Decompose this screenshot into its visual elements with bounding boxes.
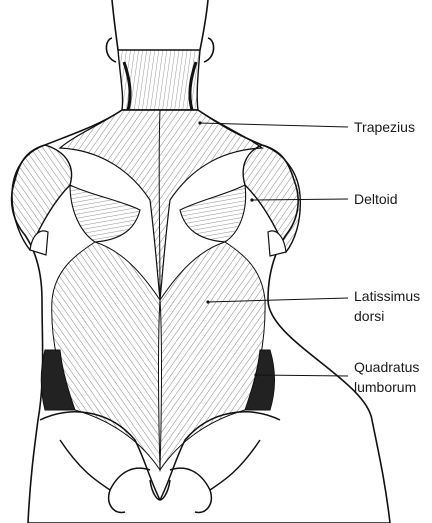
- label-latissimus-dorsi: Latissimus dorsi: [354, 287, 420, 325]
- label-line: Deltoid: [354, 190, 398, 208]
- label-line: Quadratus: [354, 358, 419, 376]
- label-quadratus-lumborum: Quadratus lumborum: [354, 358, 419, 396]
- label-line: lumborum: [354, 378, 419, 396]
- label-trapezius: Trapezius: [354, 118, 415, 136]
- label-deltoid: Deltoid: [354, 190, 398, 208]
- label-line: dorsi: [354, 307, 420, 325]
- label-line: Latissimus: [354, 287, 420, 305]
- label-line: Trapezius: [354, 118, 415, 136]
